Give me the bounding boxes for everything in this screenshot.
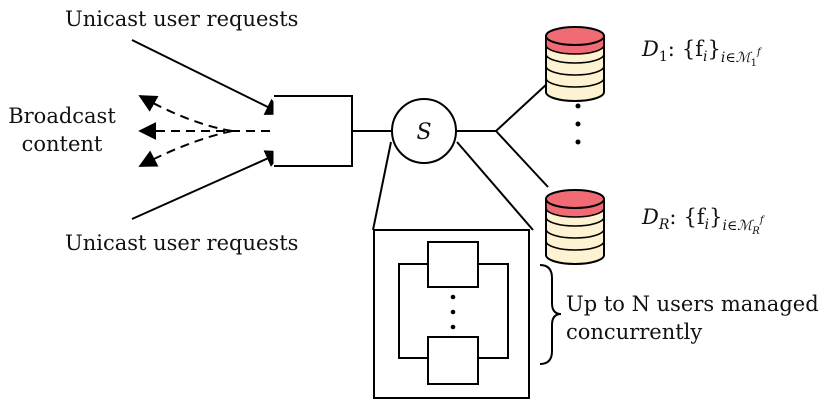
database-R-top bbox=[545, 189, 605, 209]
brace-text-line1: Up to N users managed bbox=[566, 292, 819, 316]
unicast-bottom-arrow bbox=[131, 150, 284, 220]
database-1-top bbox=[545, 26, 605, 46]
unicast-top-label: Unicast user requests bbox=[65, 7, 298, 31]
database-1 bbox=[545, 26, 605, 102]
base-station-box bbox=[274, 95, 353, 167]
database-R bbox=[545, 189, 605, 265]
fork-to-db1-link bbox=[495, 82, 549, 132]
users-brace bbox=[539, 264, 562, 365]
database-R-label: DR:{fi}i∈ℳRf bbox=[641, 205, 766, 237]
user-slot-bottom bbox=[427, 336, 479, 385]
broadcast-arrow-down bbox=[138, 130, 233, 167]
broadcast-label-line1: Broadcast bbox=[8, 104, 116, 128]
brace-label-line2: concurrently bbox=[566, 320, 702, 344]
zoom-line-left bbox=[372, 141, 392, 231]
unicast-bottom-label: Unicast user requests bbox=[65, 231, 298, 255]
database-1-label: D1:{fi}i∈ℳ1f bbox=[641, 37, 763, 69]
broadcast-arrow-up bbox=[138, 95, 233, 132]
user-slot-top bbox=[427, 241, 479, 288]
broadcast-label-line2: content bbox=[22, 132, 103, 156]
database-ellipsis bbox=[575, 103, 581, 145]
broadcast-arrows bbox=[138, 95, 300, 167]
server-label: S bbox=[416, 120, 431, 145]
brace-label-line1: Up to N users managed bbox=[566, 292, 819, 316]
user-slot-ellipsis bbox=[450, 294, 456, 330]
unicast-top-arrow bbox=[131, 39, 284, 115]
zoom-line-right bbox=[456, 141, 534, 231]
fork-to-dbR-link bbox=[495, 130, 549, 188]
